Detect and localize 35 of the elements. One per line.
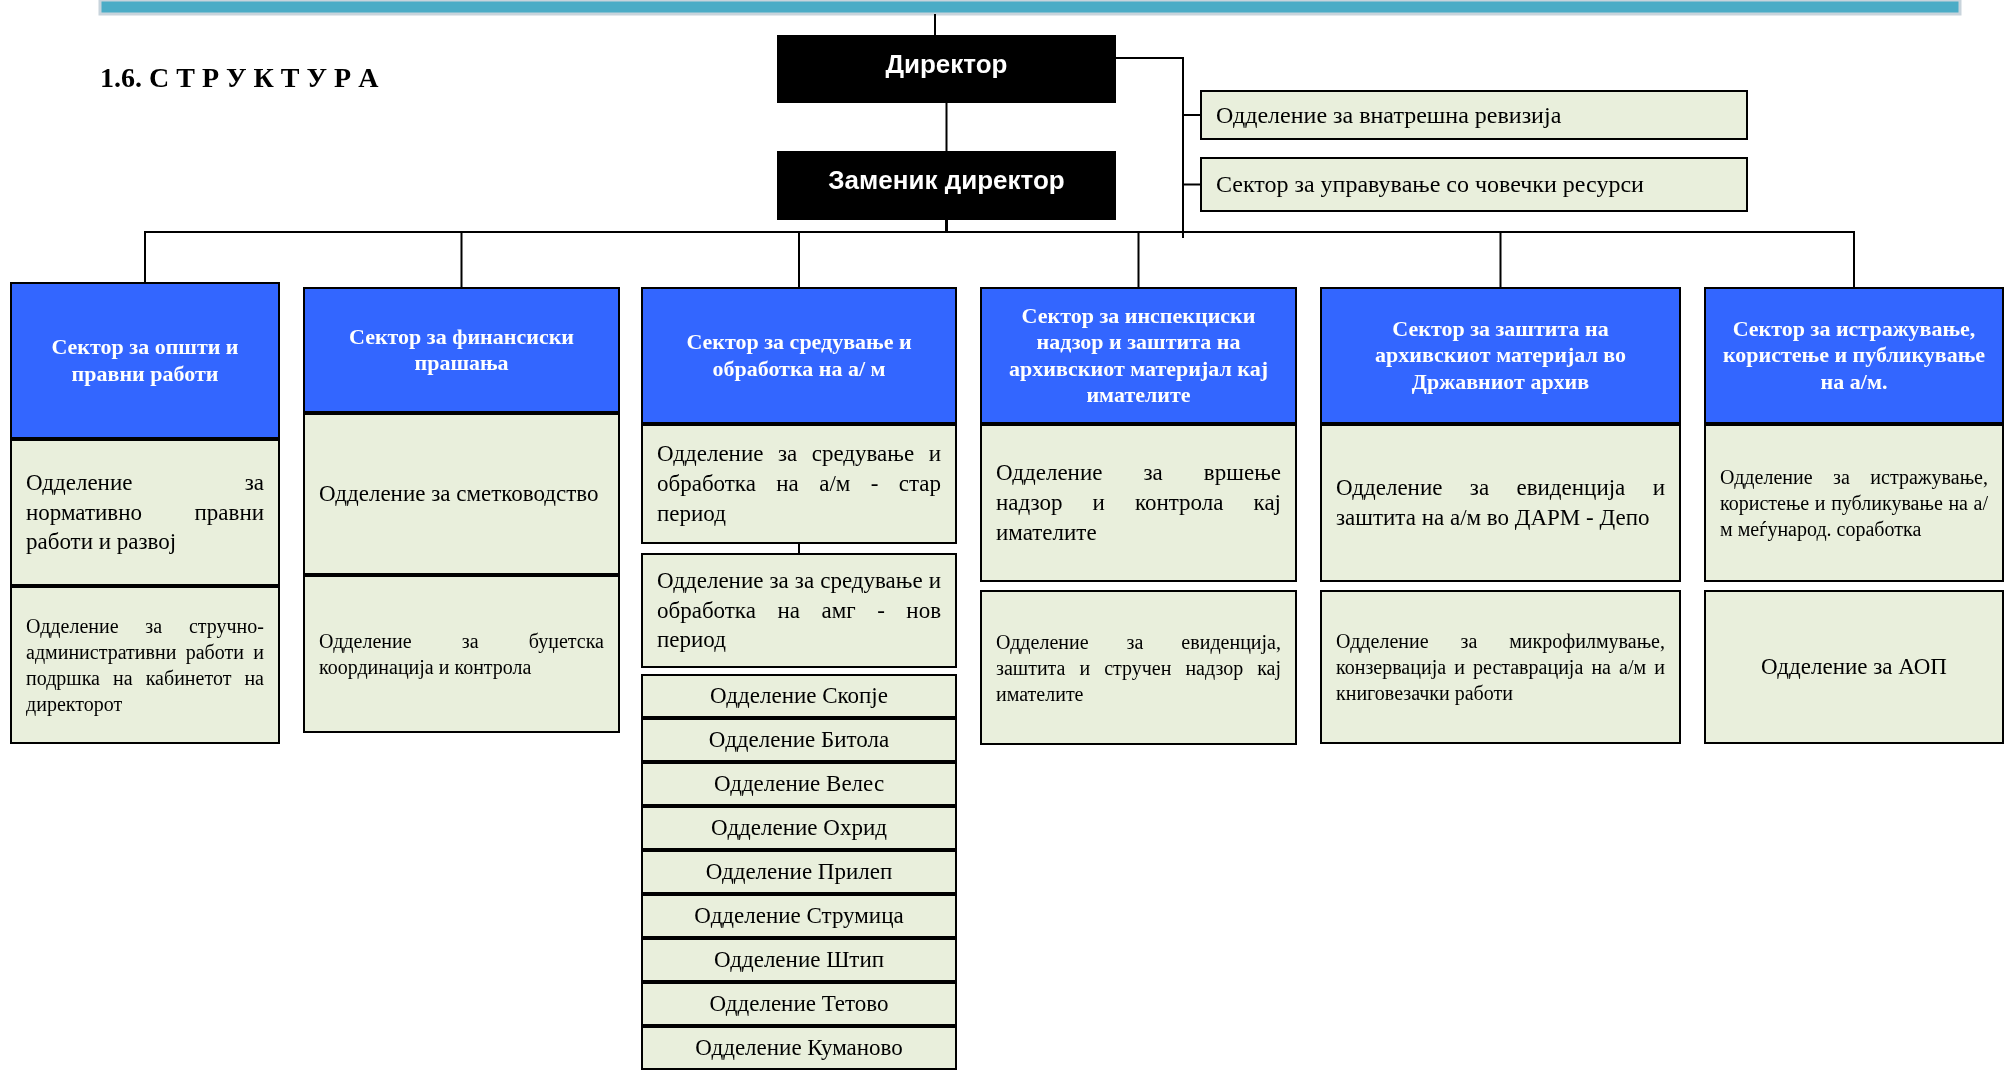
department-box: Одделение за евиденција, заштита и стручен надзор кај имателите [980,590,1297,745]
department-box: Сектор за управување со човечки ресурси [1200,157,1748,212]
sector-header-box: Сектор за општи и правни работи [10,282,280,439]
department-box: Одделение за нормативно правни работи и развој [10,439,280,586]
sector-header-box: Сектор за заштита на архивскиот материјал во Државниот архив [1320,287,1681,424]
department-box: Одделение за истражување, користење и публикување на а/м меѓународ. соработка [1704,424,2004,582]
section-title: 1.6. С Т Р У К Т У Р А [100,62,379,94]
department-box: Одделение за стручно-административни работи и подршка на кабинетот на директорот [10,586,280,744]
department-box: Одделение за вршење надзор и контрола кај имателите [980,424,1297,582]
department-box: Одделение за сметководство [303,413,620,575]
department-box: Одделение Охрид [641,806,957,850]
connector-line [1115,57,1201,186]
department-box: Одделение Куманово [641,1026,957,1070]
department-box: Одделение Битола [641,718,957,762]
sector-header-box: Сектор за инспекциски надзор и заштита на архивскиот материјал кај имателите [980,287,1297,424]
department-box: Одделение за микрофилмување, конзервација и реставрација на а/м и книговезачки работи [1320,590,1681,744]
department-box: Одделение Прилеп [641,850,957,894]
sector-header-box: Сектор за истражување, користење и публикување на а/м. [1704,287,2004,424]
sector-header-box: Сектор за средување и обработка на а/ м [641,287,957,424]
department-box: Одделение Штип [641,938,957,982]
department-box: Одделение Скопје [641,674,957,718]
department-box: Одделение за евиденција и заштита на а/м во ДАРМ - Депо [1320,424,1681,582]
department-box: Одделение за АОП [1704,590,2004,744]
executive-box: Заменик директор [777,151,1116,220]
executive-box: Директор [777,35,1116,103]
department-box: Одделение за буџетска координација и контрола [303,575,620,733]
department-box: Одделение за за средување и обработка на амг - нов период [641,553,957,668]
department-box: Одделение Тетово [641,982,957,1026]
sector-header-box: Сектор за финансиски прашања [303,287,620,413]
connector-line [945,102,948,152]
department-box: Одделение Струмица [641,894,957,938]
department-box: Одделение Велес [641,762,957,806]
connector-line [798,543,800,554]
department-box: Одделение за средување и обработка на а/м - стар период [641,424,957,544]
department-box: Одделение за внатрешна ревизија [1200,90,1748,140]
